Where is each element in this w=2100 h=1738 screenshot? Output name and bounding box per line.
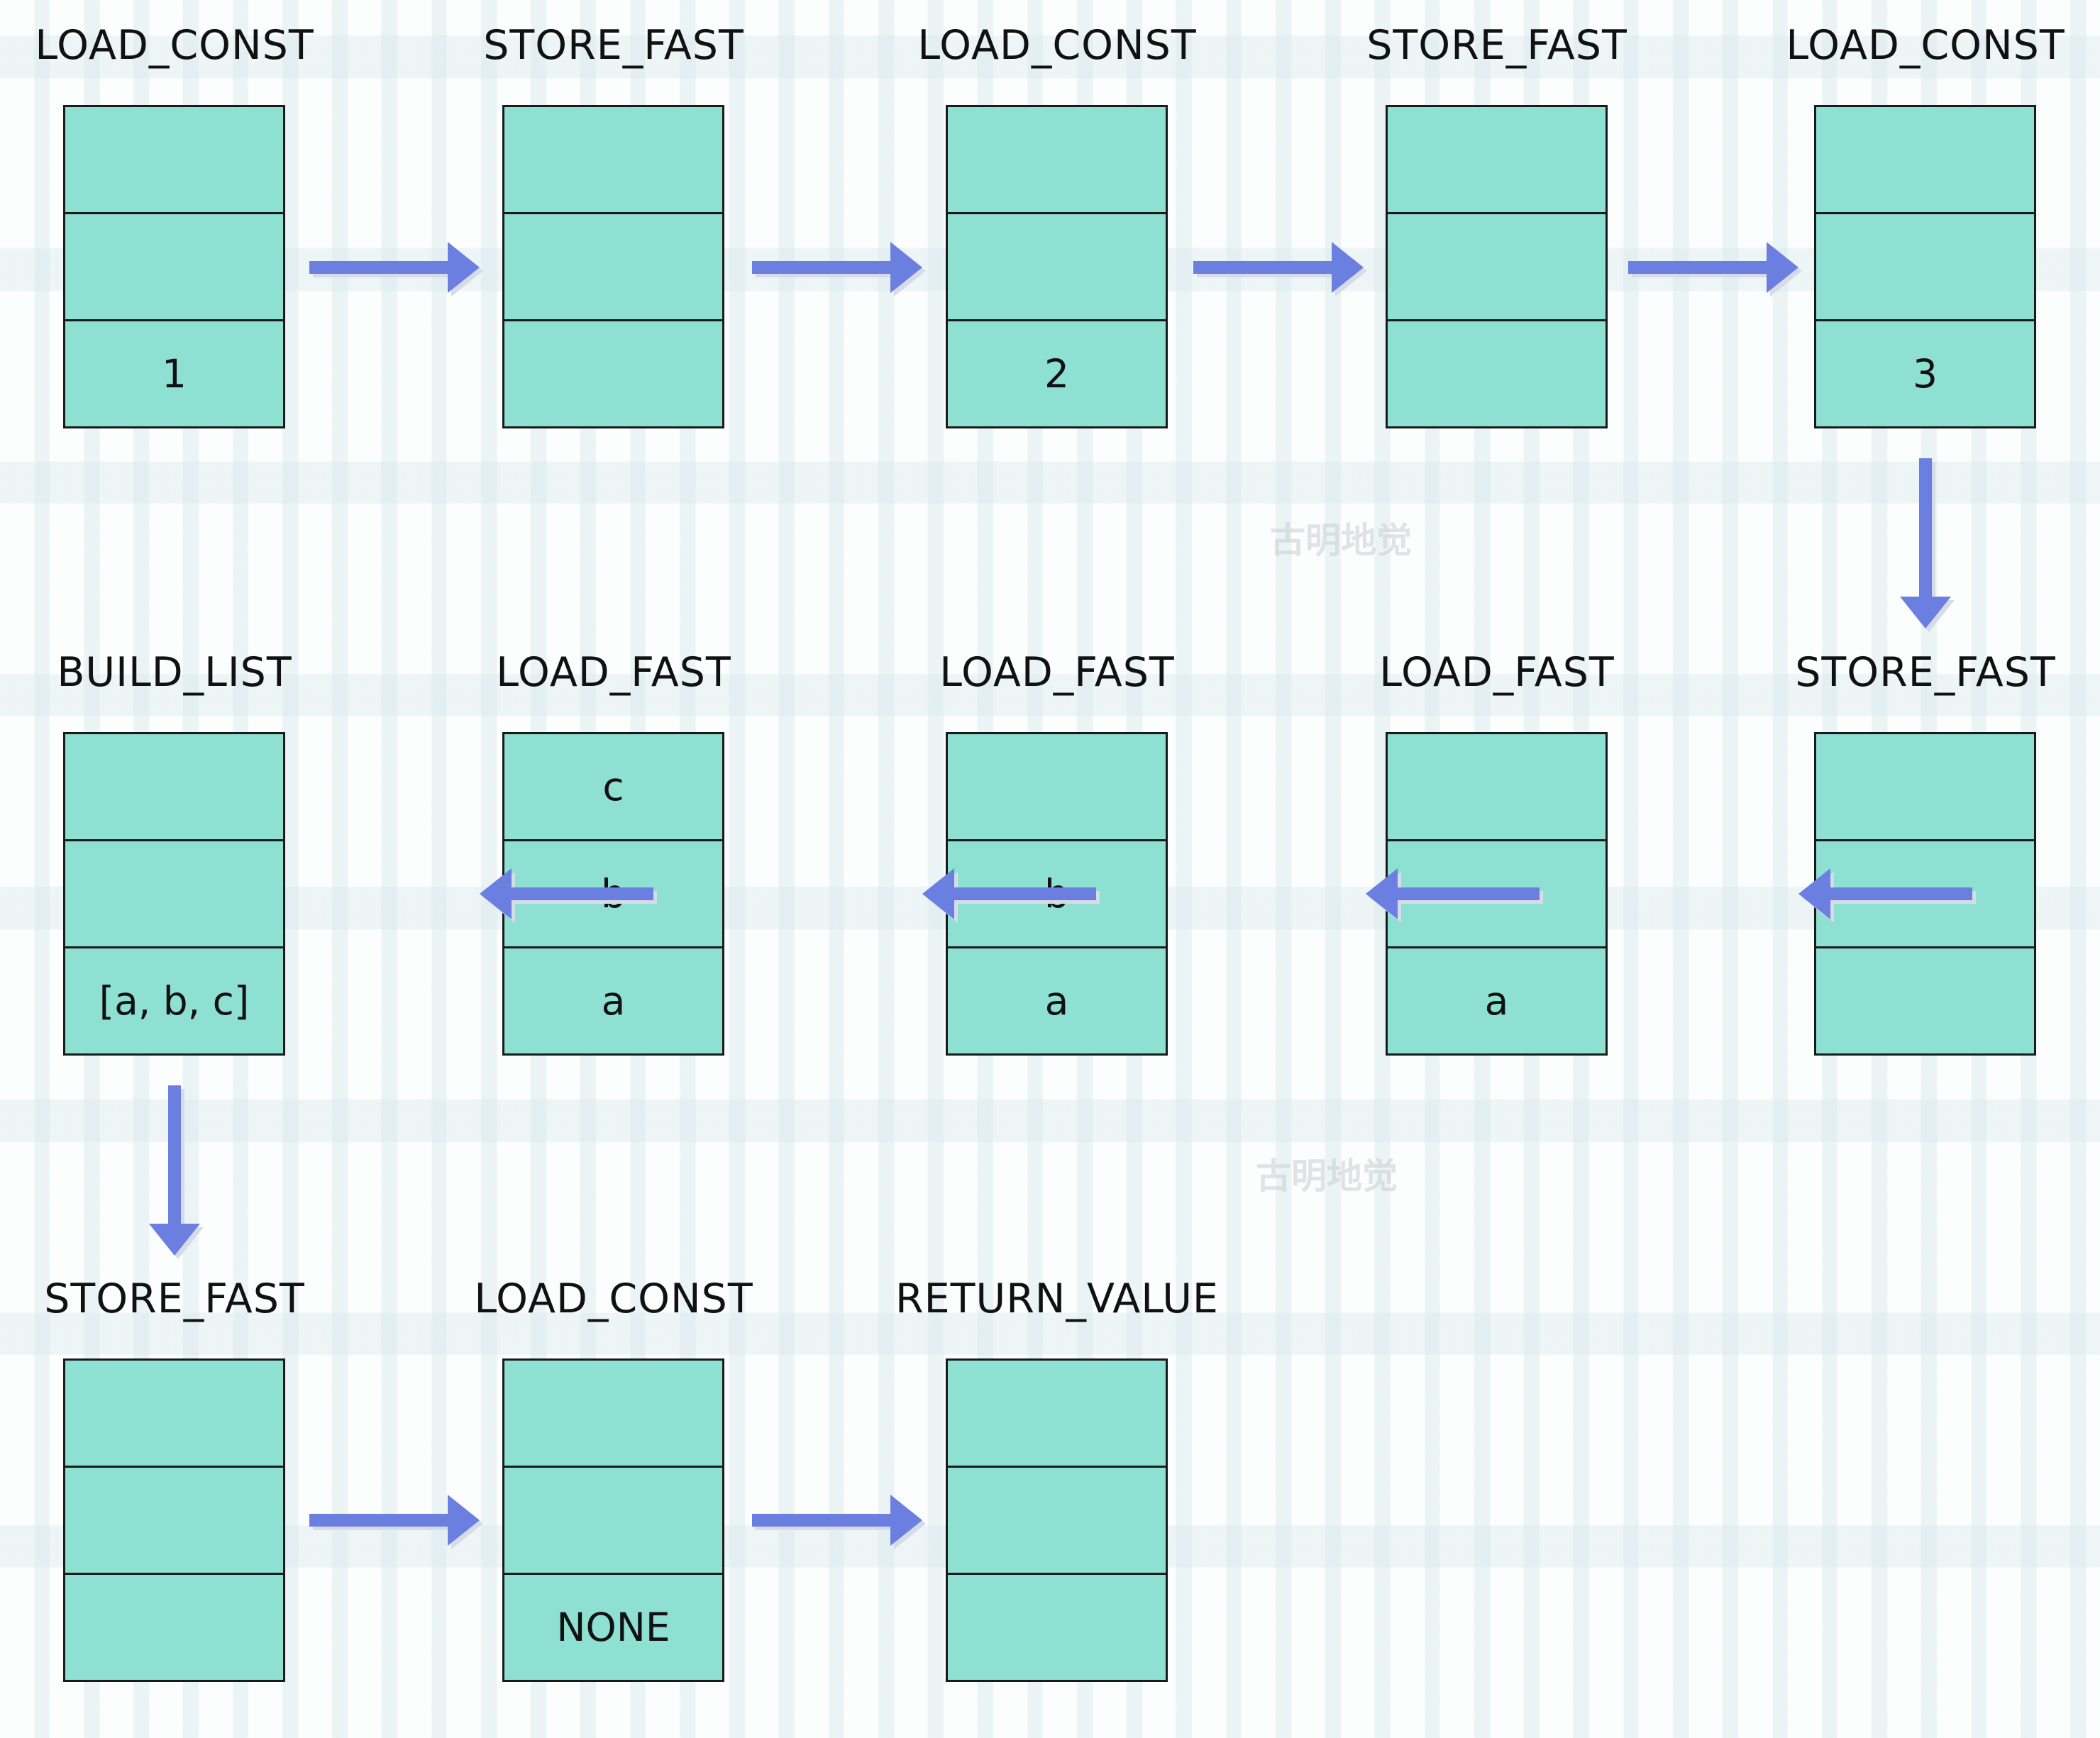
stack-slot: 3	[1816, 319, 2034, 426]
stack-slot	[1816, 946, 2034, 1053]
stack-slot	[65, 1573, 283, 1680]
stack-box: 3	[1814, 105, 2036, 428]
stack-box: [a, b, c]	[63, 732, 285, 1056]
stack-slot	[1388, 734, 1606, 839]
stack-slot	[1388, 212, 1606, 319]
opcode-label: RETURN_VALUE	[895, 1275, 1219, 1322]
stack-slot	[948, 1466, 1166, 1573]
opcode-label: LOAD_CONST	[35, 22, 314, 69]
stack-slot	[65, 107, 283, 212]
arrow-down-icon	[1900, 458, 1955, 632]
arrow-right-icon	[309, 242, 483, 297]
arrow-right-icon	[752, 1495, 926, 1549]
stack-slot	[65, 1466, 283, 1573]
stack-slot	[504, 319, 722, 426]
stack-slot: a	[504, 946, 722, 1053]
opcode-label: LOAD_FAST	[496, 649, 731, 696]
stack-slot: 2	[948, 319, 1166, 426]
stack-slot	[504, 1466, 722, 1573]
stack-slot	[1816, 212, 2034, 319]
stack-slot	[504, 107, 722, 212]
stack-slot: [a, b, c]	[65, 946, 283, 1053]
stack-box: 2	[946, 105, 1168, 428]
stack-slot: NONE	[504, 1573, 722, 1680]
stack-box	[502, 105, 724, 428]
watermark: 古明地觉	[1256, 1156, 1398, 1197]
stack-slot	[1816, 107, 2034, 212]
stack-slot	[1816, 734, 2034, 839]
stack-slot	[948, 1573, 1166, 1680]
opcode-label: LOAD_CONST	[474, 1275, 753, 1322]
arrow-left-icon	[480, 868, 657, 923]
stack-slot	[1388, 107, 1606, 212]
arrow-left-icon	[922, 868, 1100, 923]
stack-box	[946, 1358, 1168, 1682]
stack-slot	[1816, 839, 2034, 946]
stack-slot	[504, 1361, 722, 1466]
stack-box	[63, 1358, 285, 1682]
opcode-label: STORE_FAST	[44, 1275, 305, 1322]
opcode-label: LOAD_CONST	[1786, 22, 2065, 69]
stack-box	[1386, 105, 1608, 428]
stack-slot	[1388, 839, 1606, 946]
opcode-label: LOAD_CONST	[917, 22, 1197, 69]
arrow-right-icon	[1193, 242, 1367, 297]
stack-slot: 1	[65, 319, 283, 426]
opcode-label: STORE_FAST	[483, 22, 744, 69]
arrow-left-icon	[1798, 868, 1976, 923]
stack-slot	[504, 212, 722, 319]
opcode-label: STORE_FAST	[1795, 649, 2056, 696]
stack-slot	[65, 212, 283, 319]
stack-slot	[65, 839, 283, 946]
opcode-label: LOAD_FAST	[939, 649, 1175, 696]
opcode-label: STORE_FAST	[1366, 22, 1628, 69]
stack-slot	[1388, 319, 1606, 426]
opcode-label: BUILD_LIST	[57, 649, 292, 696]
stack-slot	[948, 1361, 1166, 1466]
stack-box: 1	[63, 105, 285, 428]
arrow-down-icon	[149, 1085, 204, 1259]
arrow-right-icon	[752, 242, 926, 297]
stack-slot: a	[1388, 946, 1606, 1053]
stack-slot	[65, 1361, 283, 1466]
arrow-left-icon	[1366, 868, 1543, 923]
stack-box: NONE	[502, 1358, 724, 1682]
stack-slot: a	[948, 946, 1166, 1053]
arrow-right-icon	[1628, 242, 1802, 297]
arrow-right-icon	[309, 1495, 483, 1549]
opcode-label: LOAD_FAST	[1379, 649, 1615, 696]
stack-slot	[948, 212, 1166, 319]
stack-slot: c	[602, 764, 624, 809]
stack-slot	[948, 107, 1166, 212]
stack-slot	[948, 734, 1166, 839]
watermark: 古明地觉	[1270, 520, 1412, 561]
stack-slot	[65, 734, 283, 839]
